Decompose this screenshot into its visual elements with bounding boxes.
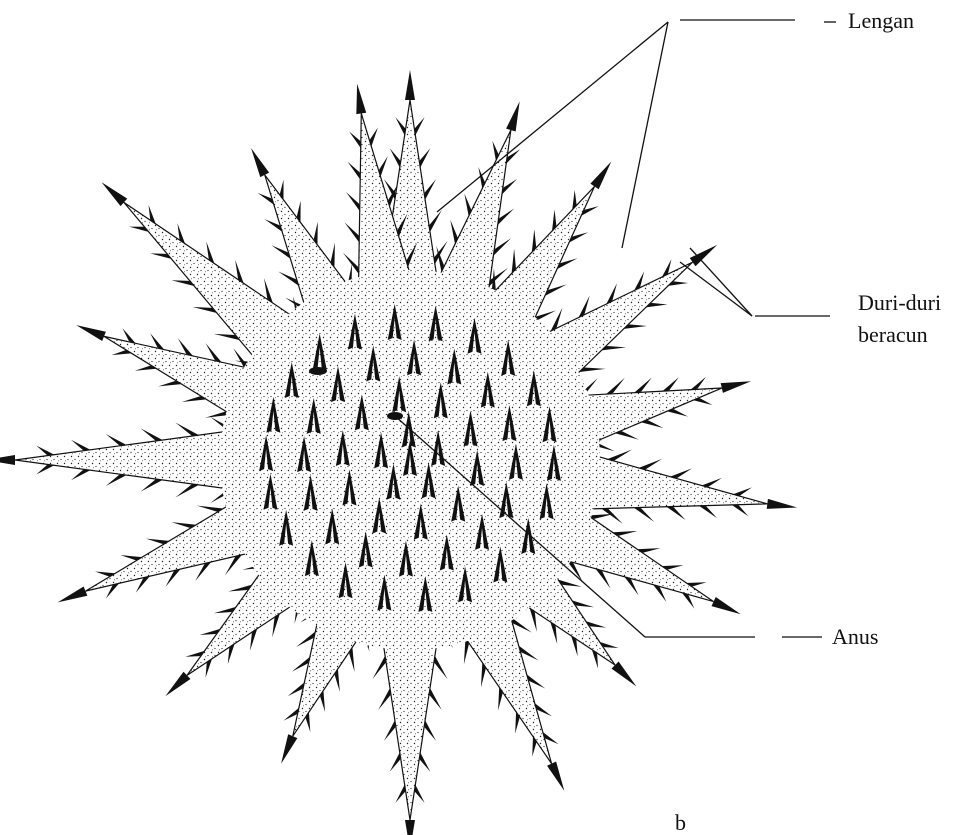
label-lengan: Lengan — [848, 8, 914, 33]
arm-spine — [71, 440, 91, 451]
arm-tip-spine — [612, 662, 637, 687]
arm-tip-spine — [721, 381, 751, 393]
arm-spine — [640, 420, 664, 428]
arm-spine — [425, 719, 436, 741]
arm-spine — [606, 449, 632, 460]
arm-spine — [348, 162, 361, 181]
starfish-body — [0, 70, 797, 835]
arm-spine — [415, 784, 425, 803]
label-duri-line2: beracun — [858, 322, 928, 347]
arm-spine — [425, 179, 436, 201]
arm-tip-spine — [590, 162, 611, 190]
arm-tip-spine — [281, 734, 297, 764]
arm-spine — [415, 117, 425, 136]
arm-tip-spine — [356, 84, 366, 114]
arm-spine — [395, 117, 405, 136]
arm-spine — [614, 431, 639, 440]
arm-spine — [378, 687, 390, 710]
arm-tip-spine — [165, 672, 190, 696]
arm-tip-spine — [547, 762, 564, 791]
arm-tip-spine — [405, 70, 415, 100]
arm-spine — [175, 484, 199, 497]
arm-spine — [430, 687, 442, 710]
arm-spine — [434, 655, 447, 679]
arm-tip-spine — [58, 586, 88, 602]
arm-tip-spine — [405, 820, 415, 835]
arm-spine — [732, 487, 752, 495]
arm-tip-spine — [102, 182, 128, 206]
arm-spine — [731, 504, 749, 516]
arm-spine — [36, 465, 55, 475]
arm-spine — [666, 506, 686, 520]
arm-spine — [701, 478, 722, 487]
arm-spine — [372, 655, 385, 679]
arm-tip-spine — [0, 455, 15, 465]
arm-spine — [669, 468, 692, 478]
label-anus: Anus — [832, 624, 878, 649]
arm-spine — [384, 719, 395, 741]
arm-spine — [106, 475, 128, 486]
arm-spine — [633, 507, 654, 522]
arm-spine — [345, 222, 360, 243]
arm-spine — [71, 470, 91, 481]
arm-spine — [690, 377, 706, 391]
central-disc — [220, 270, 600, 650]
arm-spine — [36, 445, 55, 455]
arm-spine — [698, 505, 717, 518]
arm-spine — [390, 148, 401, 168]
arm-tip-spine — [767, 499, 797, 509]
arm-tip-spine — [76, 325, 106, 341]
arm-tip-spine — [712, 597, 741, 614]
arm-spine — [390, 752, 401, 772]
arm-spine — [106, 434, 128, 445]
arm-spine — [346, 192, 360, 212]
arm-spine — [430, 210, 442, 233]
arm-spine — [420, 148, 431, 168]
arm-spine — [633, 377, 651, 393]
label-duri-line1: Duri-duri — [858, 290, 941, 315]
arm-spine — [370, 127, 378, 147]
arm-spine — [605, 378, 625, 395]
disc-fill — [220, 270, 600, 650]
arm-spine — [141, 480, 164, 492]
arm-spine — [395, 784, 405, 803]
arm-spine — [420, 752, 431, 772]
arm-spine — [141, 428, 164, 440]
figure-mark: b — [675, 810, 686, 835]
arm-spine — [666, 409, 688, 416]
arm-spine — [662, 377, 679, 392]
arm-spine — [638, 459, 662, 469]
arm-spine — [379, 156, 388, 178]
arm-spine — [349, 131, 361, 148]
arm-spine — [175, 422, 199, 435]
arm-tip-spine — [251, 148, 269, 177]
arm-tip-spine — [506, 101, 520, 131]
